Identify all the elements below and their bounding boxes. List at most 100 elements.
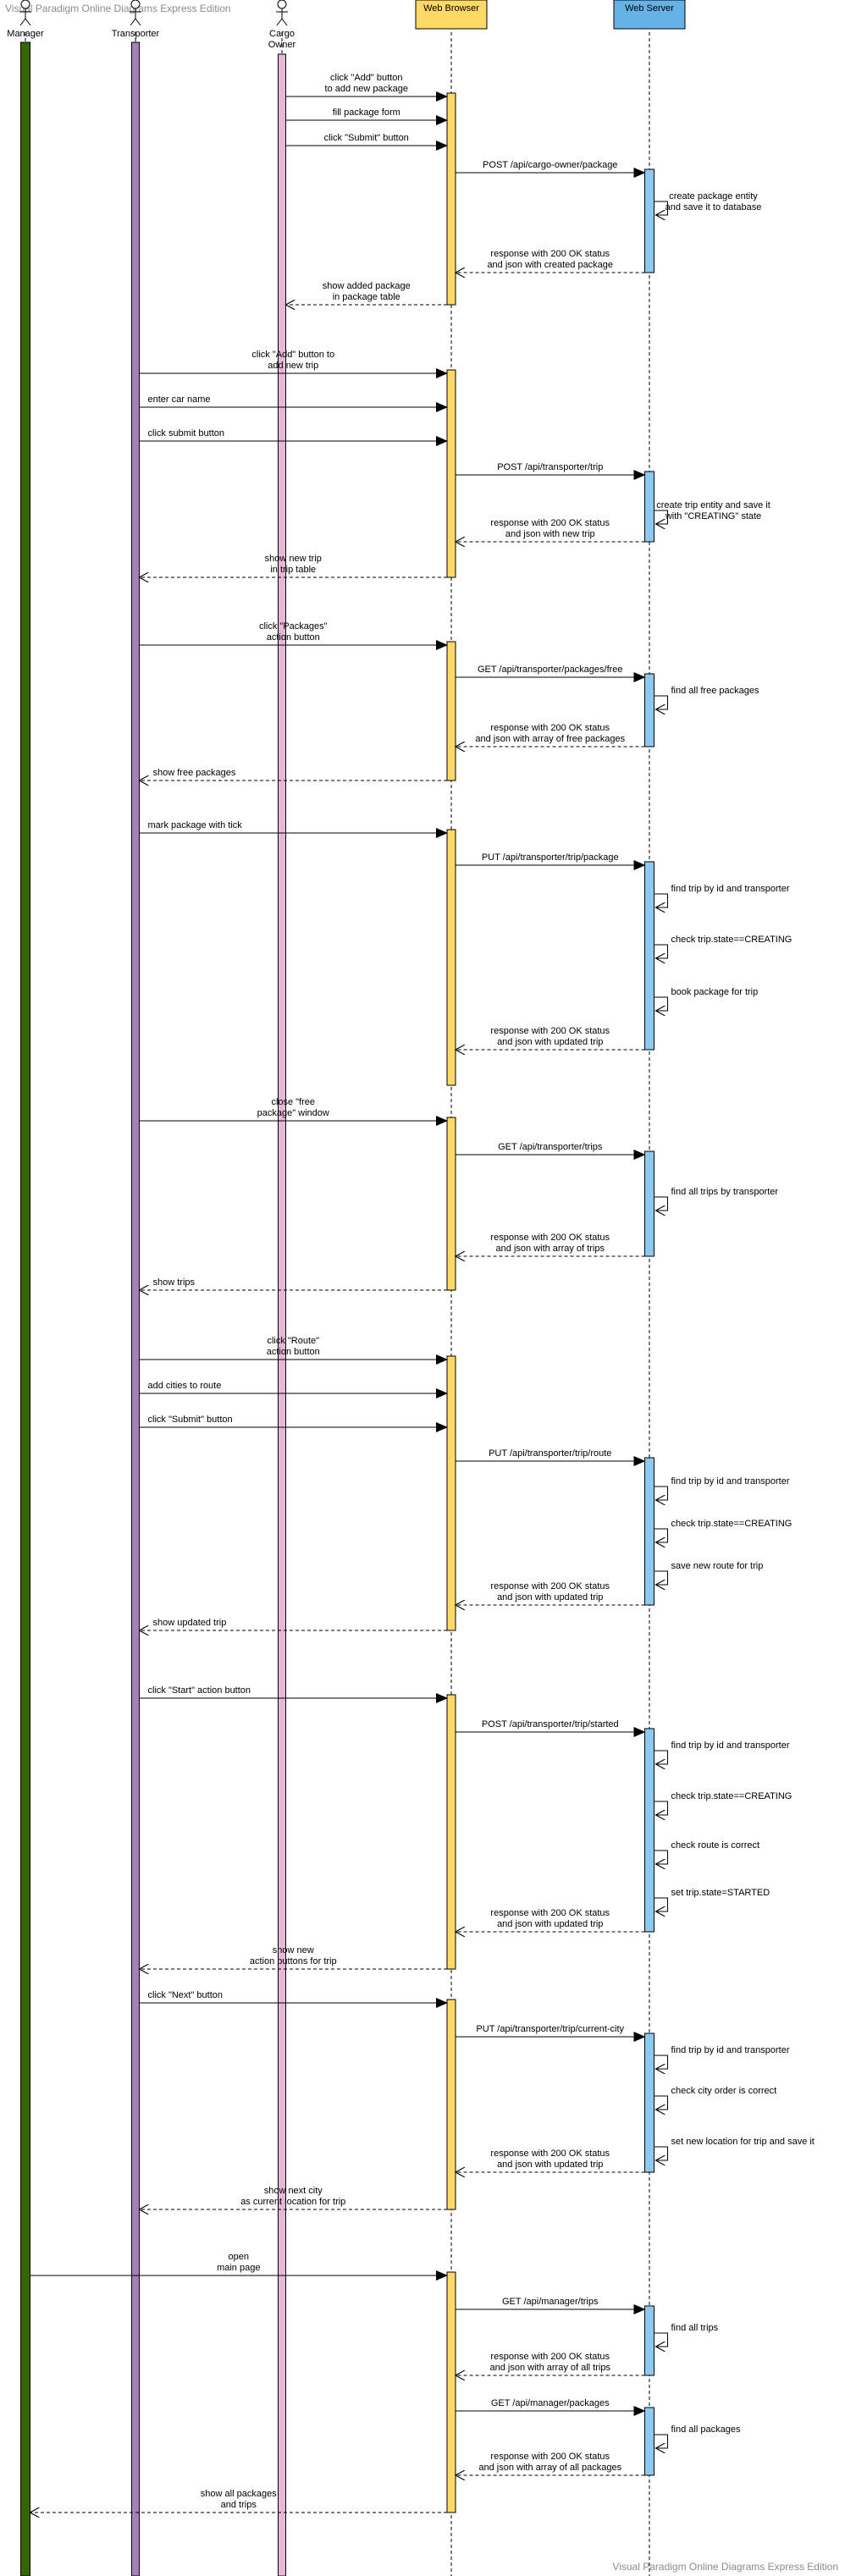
activation-bar-server (644, 1457, 654, 1606)
message-39: show updated trip (140, 1618, 447, 1630)
self-message-label: find all trips by transporter (671, 1187, 779, 1197)
message-17: find all free packages (654, 686, 759, 709)
message-15: click "Packages"action button (139, 621, 448, 650)
activation-bar-browser (446, 1355, 456, 1631)
message-10: click submit button (139, 428, 448, 446)
activation-bar-browser (446, 1999, 456, 2210)
actor-icon (276, 0, 288, 26)
message-52: set new location for trip and save it (654, 2137, 815, 2160)
message-24: book package for trip (654, 987, 758, 1011)
message-56: GET /api/manager/trips (456, 2297, 646, 2314)
message-41: POST /api/transporter/trip/started (456, 1719, 646, 1737)
message-28: find all trips by transporter (654, 1187, 779, 1211)
self-message-arrow (654, 1850, 668, 1864)
self-message-label: find trip by id and transporter (671, 2045, 790, 2055)
activation-bar-server (644, 2407, 654, 2476)
self-message-label: check route is correct (671, 1840, 760, 1851)
self-message-arrow (654, 1897, 668, 1911)
self-message-label: check city order is correct (671, 2086, 777, 2096)
self-message-arrow (654, 944, 668, 958)
self-message-label: find all free packages (671, 686, 759, 696)
message-48: click "Next" button (139, 1990, 448, 2008)
message-33: click "Submit" button (139, 1415, 448, 1432)
message-32: add cities to route (139, 1381, 448, 1398)
message-label: GET /api/transporter/packages/free (478, 665, 623, 675)
message-label: click "Submit" button (148, 1415, 233, 1425)
message-11: POST /api/transporter/trip (456, 462, 646, 480)
self-message-label: check trip.state==CREATING (671, 935, 793, 945)
message-label: click "Packages"action button (259, 621, 328, 643)
self-message-arrow (654, 1528, 668, 1542)
message-21: PUT /api/transporter/trip/package (456, 852, 646, 870)
message-19: show free packages (140, 768, 447, 781)
message-label: POST /api/transporter/trip/started (482, 1719, 619, 1729)
manager-label: Manager (7, 29, 44, 39)
message-50: find trip by id and transporter (654, 2045, 790, 2069)
actor-icon (19, 0, 31, 26)
activation-bar-server (644, 861, 654, 1051)
server-label: Web Server (625, 3, 674, 14)
message-label: PUT /api/transporter/trip/route (489, 1448, 611, 1459)
self-message-arrow (654, 2434, 668, 2448)
browser-label: Web Browser (423, 3, 479, 14)
self-message-arrow (654, 2332, 668, 2347)
message-label: mark package with tick (148, 820, 243, 830)
message-2: fill package form (285, 108, 448, 125)
message-42: find trip by id and transporter (654, 1740, 790, 1764)
message-label: click "Route"action button (267, 1336, 320, 1357)
message-9: enter car name (139, 394, 448, 412)
participant-transporter: Transporter (112, 0, 160, 39)
message-60: find all packages (654, 2424, 741, 2448)
self-message-arrow (654, 510, 668, 524)
message-label: show trips (153, 1277, 196, 1288)
message-label: GET /api/transporter/trips (498, 1142, 603, 1152)
message-35: find trip by id and transporter (654, 1476, 790, 1500)
activation-bar-server (644, 168, 654, 273)
message-44: check route is correct (654, 1840, 760, 1864)
message-37: save new route for trip (654, 1561, 763, 1585)
activation-bar-browser (446, 2271, 456, 2513)
message-label: click "Submit" button (324, 133, 409, 143)
self-message-arrow (654, 2095, 668, 2110)
self-message-arrow (654, 893, 668, 907)
self-message-label: check trip.state==CREATING (671, 1519, 793, 1529)
transporter-label: Transporter (112, 29, 160, 39)
activation-bar-server (644, 1728, 654, 1933)
message-59: GET /api/manager/packages (456, 2398, 646, 2416)
message-57: find all trips (654, 2323, 719, 2347)
message-30: show trips (140, 1277, 447, 1290)
browser-header-box (415, 0, 488, 30)
self-message-label: set new location for trip and save it (671, 2137, 815, 2147)
activation-bar-server (644, 2305, 654, 2376)
self-message-label: find trip by id and transporter (671, 884, 790, 894)
message-27: GET /api/transporter/trips (456, 1142, 646, 1160)
message-40: click "Start" action button (139, 1685, 448, 1703)
activation-bar-transporter (131, 41, 140, 2576)
message-43: check trip.state==CREATING (654, 1791, 792, 1815)
self-message-label: find trip by id and transporter (671, 1740, 790, 1751)
self-message-arrow (654, 2055, 668, 2069)
message-label: GET /api/manager/trips (502, 2297, 599, 2307)
activation-bar-browser (446, 641, 456, 781)
message-label: GET /api/manager/packages (491, 2398, 610, 2408)
activation-bar-manager (20, 41, 30, 2576)
message-label: click submit button (148, 428, 224, 439)
